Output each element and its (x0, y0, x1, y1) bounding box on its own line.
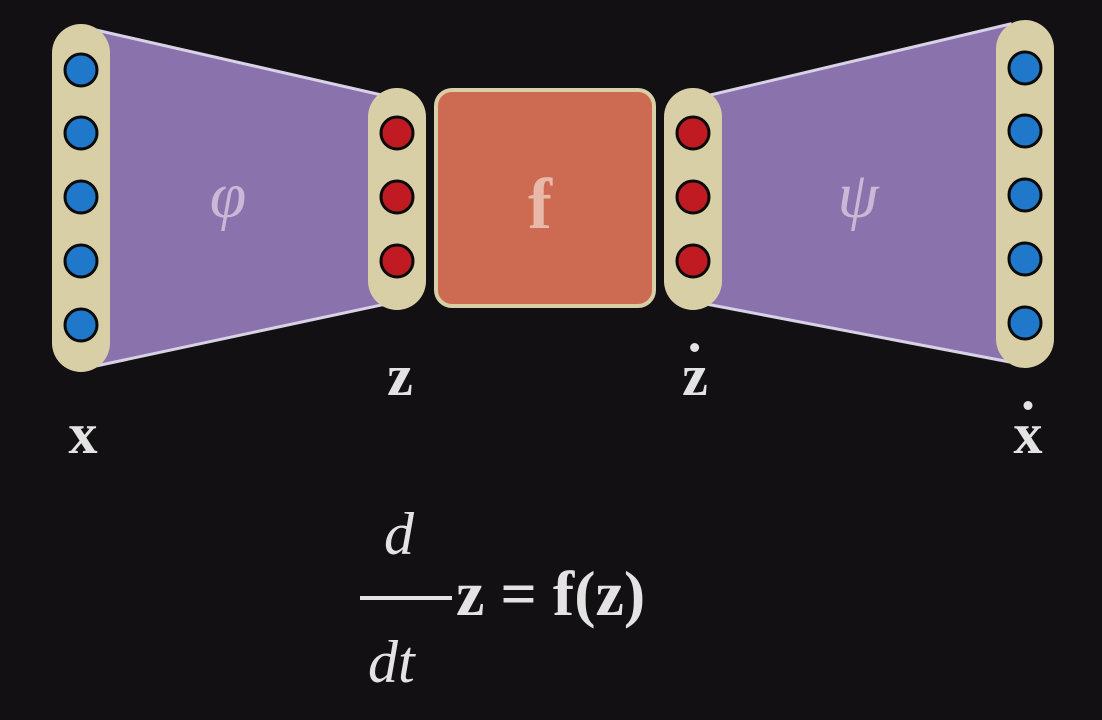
input-nodes (63, 52, 99, 343)
equation-rhs: z = f(z) (456, 558, 646, 629)
x-label: x (68, 401, 98, 466)
output-node (1007, 241, 1043, 277)
output-node (1007, 305, 1043, 341)
output-node (1007, 177, 1043, 213)
equation-numerator: d (384, 501, 414, 567)
decoder-label: ψ (837, 159, 879, 232)
output-node (1007, 50, 1043, 86)
z-dot-label: z (682, 343, 708, 408)
input-node (63, 307, 99, 343)
latent-dot-node (675, 179, 711, 215)
latent-dot-node (675, 243, 711, 279)
encoder-label: φ (209, 159, 247, 232)
input-node (63, 179, 99, 215)
output-nodes (1007, 50, 1043, 341)
latent-node (379, 243, 415, 279)
latent-node (379, 179, 415, 215)
output-node (1007, 113, 1043, 149)
latent-z-dot-nodes (675, 115, 711, 279)
input-node (63, 52, 99, 88)
dynamics-label: f (528, 164, 552, 244)
equation-denominator: dt (368, 629, 415, 695)
equation-fraction-bar (360, 596, 452, 600)
latent-dot-node (675, 115, 711, 151)
dynamics-box (434, 88, 656, 308)
latent-node (379, 115, 415, 151)
input-node (63, 243, 99, 279)
input-node (63, 115, 99, 151)
x-dot-label: x (1013, 401, 1043, 466)
latent-z-nodes (379, 115, 415, 279)
z-label: z (387, 343, 413, 408)
